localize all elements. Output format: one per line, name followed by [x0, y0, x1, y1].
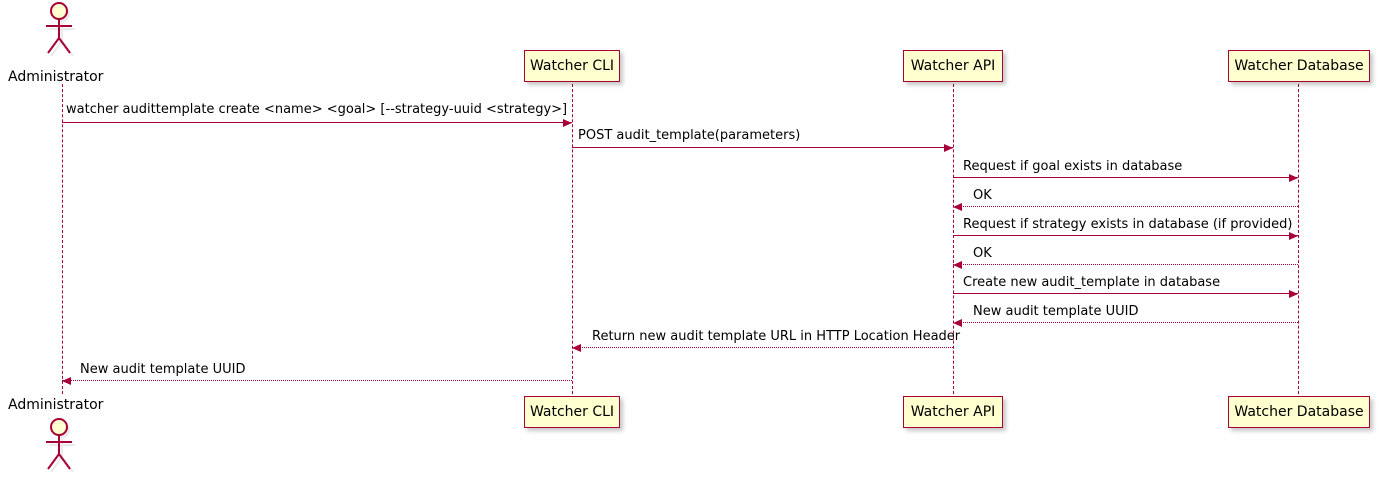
- actor-figure-administrator-top: [38, 2, 86, 58]
- arrowhead-right-7: [1289, 289, 1298, 298]
- message-arrow-3: [953, 177, 1298, 178]
- participant-label-administrator-top: Administrator: [8, 69, 104, 85]
- arrowhead-right-2: [944, 143, 953, 152]
- actor-figure-administrator-bottom: [38, 418, 86, 474]
- arrowhead-left-10: [62, 376, 71, 385]
- arrowhead-left-4: [953, 202, 962, 211]
- arrowhead-left-6: [953, 260, 962, 269]
- participant-box-watcher-database-bottom[interactable]: Watcher Database: [1228, 396, 1370, 428]
- message-label-4: OK: [973, 188, 992, 203]
- message-arrow-2: [572, 147, 953, 148]
- message-label-8: New audit template UUID: [973, 304, 1139, 319]
- message-label-1: watcher audittemplate create <name> <goa…: [66, 102, 568, 117]
- participant-label-watcher-database-bottom: Watcher Database: [1234, 404, 1364, 420]
- message-arrow-10: [62, 380, 572, 381]
- message-label-5: Request if strategy exists in database (…: [963, 217, 1293, 232]
- participant-box-watcher-api-top[interactable]: Watcher API: [903, 50, 1003, 82]
- participant-label-watcher-api-top: Watcher API: [910, 58, 996, 74]
- participant-box-watcher-api-bottom[interactable]: Watcher API: [903, 396, 1003, 428]
- participant-box-watcher-cli-bottom[interactable]: Watcher CLI: [524, 396, 620, 428]
- arrowhead-left-8: [953, 318, 962, 327]
- participant-label-watcher-api-bottom: Watcher API: [910, 404, 996, 420]
- message-arrow-8: [953, 322, 1298, 323]
- message-label-3: Request if goal exists in database: [963, 159, 1183, 174]
- message-label-7: Create new audit_template in database: [963, 275, 1221, 290]
- arrowhead-right-5: [1289, 231, 1298, 240]
- message-label-9: Return new audit template URL in HTTP Lo…: [592, 329, 961, 344]
- participant-label-administrator-bottom: Administrator: [8, 397, 104, 413]
- message-label-2: POST audit_template(parameters): [578, 128, 801, 143]
- participant-label-watcher-cli-bottom: Watcher CLI: [529, 404, 615, 420]
- participant-box-watcher-cli-top[interactable]: Watcher CLI: [524, 50, 620, 82]
- message-arrow-9: [572, 347, 953, 348]
- lifeline-watcher-api: [953, 84, 954, 394]
- lifeline-watcher-cli: [572, 84, 573, 394]
- message-arrow-4: [953, 206, 1298, 207]
- message-arrow-6: [953, 264, 1298, 265]
- message-arrow-7: [953, 293, 1298, 294]
- arrowhead-right-3: [1289, 173, 1298, 182]
- message-label-10: New audit template UUID: [80, 362, 246, 377]
- message-label-6: OK: [973, 246, 992, 261]
- participant-label-watcher-database-top: Watcher Database: [1234, 58, 1364, 74]
- message-arrow-1: [62, 122, 572, 123]
- lifeline-administrator: [62, 84, 63, 394]
- arrowhead-left-9: [572, 343, 581, 352]
- participant-label-watcher-cli-top: Watcher CLI: [529, 58, 615, 74]
- lifeline-watcher-database: [1298, 84, 1299, 394]
- message-arrow-5: [953, 235, 1298, 236]
- arrowhead-right-1: [563, 118, 572, 127]
- participant-box-watcher-database-top[interactable]: Watcher Database: [1228, 50, 1370, 82]
